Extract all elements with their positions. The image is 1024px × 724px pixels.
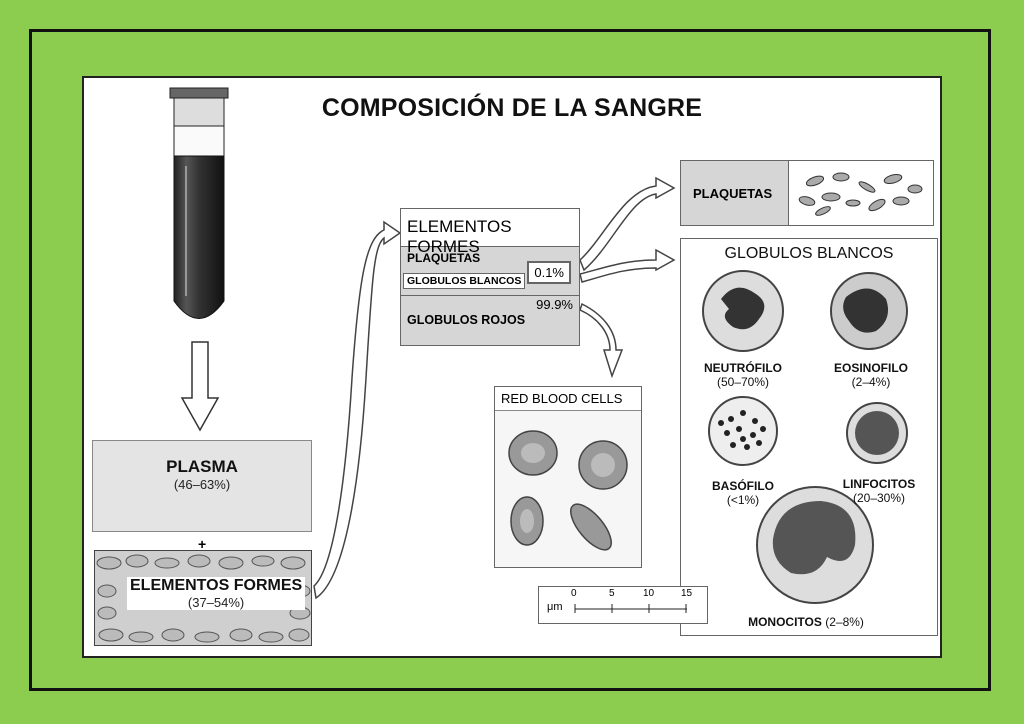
elementos-formes-table: ELEMENTOS FORMES PLAQUETAS GLOBULOS BLAN… [400, 208, 580, 346]
scale-tick-10: 10 [643, 588, 655, 599]
elementos-formes-box: ELEMENTOS FORMES (37–54%) [94, 550, 312, 646]
basofilo-cell [708, 396, 778, 466]
neutrofilo-name: NEUTRÓFILO [704, 361, 782, 375]
down-arrow [180, 341, 220, 432]
neutrofilo-cell [702, 270, 784, 352]
table-pct-small: 0.1% [527, 261, 571, 284]
diagram-panel: COMPOSICIÓN DE LA SANGRE PLASMA (46–63%)… [82, 76, 942, 658]
basofilo-label: BASÓFILO (<1%) [693, 479, 793, 507]
linfocitos-label: LINFOCITOS (20–30%) [829, 477, 929, 505]
scale-unit: μm [547, 601, 563, 613]
eosinofilo-label: EOSINOFILO (2–4%) [821, 361, 921, 389]
plaquetas-box: PLAQUETAS [680, 160, 934, 226]
outer-frame [29, 29, 991, 691]
table-pct-large: 99.9% [536, 297, 573, 312]
plasma-box: PLASMA (46–63%) [92, 440, 312, 532]
basofilo-name: BASÓFILO [712, 479, 774, 493]
plasma-range: (46–63%) [173, 477, 231, 492]
elementos-formes-label-box: ELEMENTOS FORMES (37–54%) [127, 577, 306, 610]
table-header: ELEMENTOS FORMES [401, 209, 579, 256]
eosinofilo-cell [830, 272, 908, 350]
basofilo-range: (<1%) [726, 493, 760, 507]
scale-tick-5: 5 [609, 588, 615, 599]
linfocitos-name: LINFOCITOS [842, 477, 916, 491]
blood-cells-texture [96, 554, 311, 643]
globulos-blancos-title: GLOBULOS BLANCOS [724, 245, 894, 262]
test-tube-illustration [169, 87, 229, 319]
connector-arrows [313, 176, 676, 600]
eosinofilo-range: (2–4%) [851, 375, 891, 389]
red-blood-cells-illustration [508, 430, 628, 551]
table-divider [401, 295, 579, 296]
linfocitos-range: (20–30%) [852, 491, 906, 505]
monocitos-label: MONOCITOS (2–8%) [721, 615, 891, 629]
monocitos-range: (2–8%) [825, 615, 864, 629]
table-globulos-blancos: GLOBULOS BLANCOS [403, 273, 526, 289]
diagram-title: COMPOSICIÓN DE LA SANGRE [321, 94, 703, 122]
eosinofilo-name: EOSINOFILO [833, 361, 908, 375]
plaquetas-box-label: PLAQUETAS [681, 161, 789, 225]
plus-sign: + [198, 536, 207, 552]
linfocito-cell [846, 402, 908, 464]
globulos-blancos-box: GLOBULOS BLANCOS [680, 238, 938, 636]
plasma-label: PLASMA [166, 457, 238, 476]
neutrofilo-label: NEUTRÓFILO (50–70%) [693, 361, 793, 389]
table-globulos-rojos: GLOBULOS ROJOS [407, 313, 526, 327]
scale-line [574, 604, 687, 613]
white-cells-illustration [702, 270, 908, 604]
red-blood-cells-label: RED BLOOD CELLS [495, 387, 641, 411]
scale-bar: μm 0 5 10 15 [538, 586, 708, 624]
scale-tick-0: 0 [571, 588, 577, 599]
red-blood-cells-box: RED BLOOD CELLS [494, 386, 642, 568]
monocito-cell [756, 486, 874, 604]
elementos-formes-range: (37–54%) [187, 595, 245, 610]
platelets-illustration [798, 172, 923, 216]
scale-tick-15: 15 [681, 588, 693, 599]
elementos-formes-label: ELEMENTOS FORMES [130, 577, 303, 594]
monocitos-name: MONOCITOS [748, 615, 822, 629]
table-plaquetas: PLAQUETAS [407, 251, 481, 265]
neutrofilo-range: (50–70%) [716, 375, 770, 389]
